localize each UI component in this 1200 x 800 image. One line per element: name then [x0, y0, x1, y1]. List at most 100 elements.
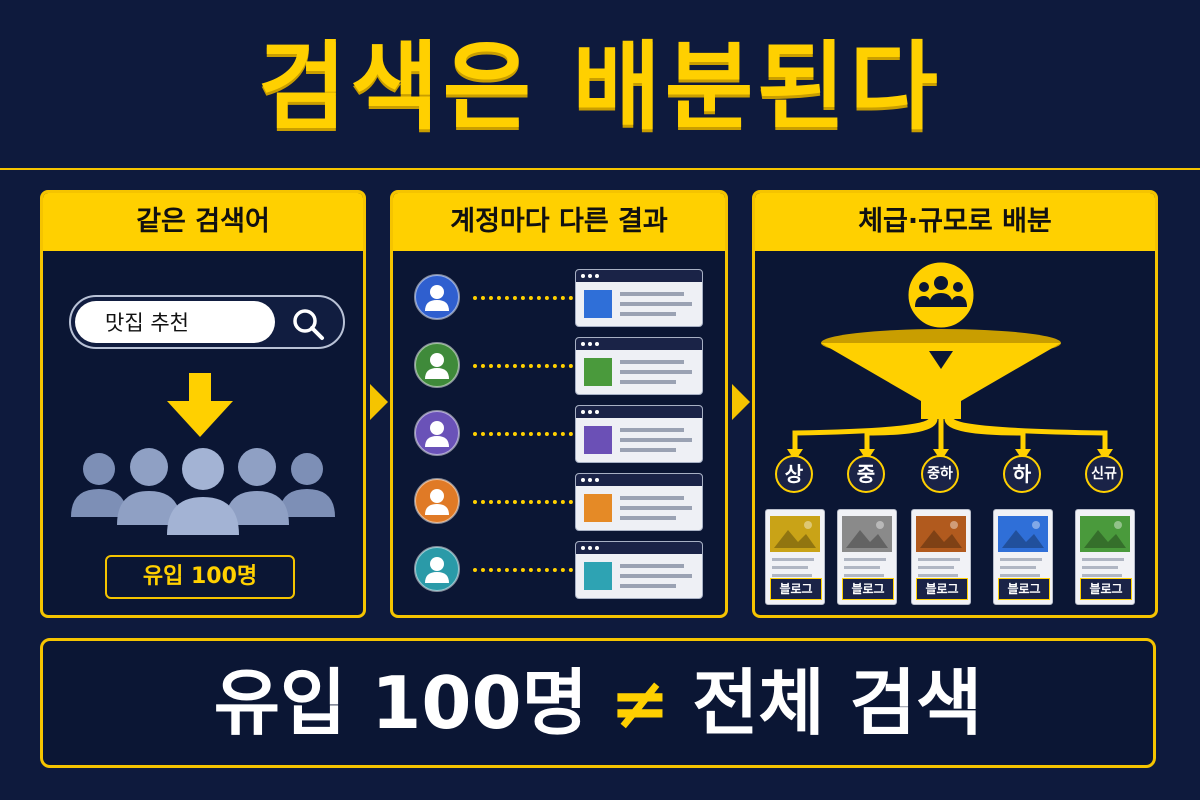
user-avatar-icon	[414, 478, 460, 524]
search-result-card	[575, 473, 703, 531]
text-line	[620, 438, 692, 442]
window-bar	[576, 406, 702, 418]
image-thumbnail-icon	[842, 516, 892, 552]
page-title: 검색은 배분된다	[258, 31, 942, 143]
search-input[interactable]	[75, 301, 275, 343]
text-line	[1000, 574, 1040, 577]
tier-badge: 하	[1003, 455, 1041, 493]
account-row	[413, 337, 713, 397]
account-row	[413, 405, 713, 465]
crowd-icon	[71, 448, 335, 535]
blog-card: 블로그	[837, 509, 897, 605]
blog-label: 블로그	[770, 578, 822, 600]
text-line	[620, 506, 692, 510]
text-line	[620, 302, 692, 306]
search-bar	[69, 295, 345, 349]
text-line	[620, 564, 684, 568]
panel-header-per-account: 계정마다 다른 결과	[393, 193, 725, 251]
image-thumbnail-icon	[770, 516, 820, 552]
text-line	[620, 496, 684, 500]
text-line	[620, 312, 676, 316]
connector-dots	[473, 432, 573, 436]
bottom-left-text: 유입 100명	[213, 661, 588, 745]
image-thumbnail-icon	[916, 516, 966, 552]
window-bar	[576, 474, 702, 486]
blog-card: 블로그	[765, 509, 825, 605]
text-line	[772, 566, 808, 569]
text-line	[620, 380, 676, 384]
result-thumbnail	[584, 494, 612, 522]
blog-card: 블로그	[911, 509, 971, 605]
text-line	[844, 566, 880, 569]
connector-dots	[473, 296, 573, 300]
text-line	[1000, 558, 1042, 561]
blog-card: 블로그	[1075, 509, 1135, 605]
blog-label: 블로그	[916, 578, 968, 600]
image-thumbnail-icon	[998, 516, 1048, 552]
text-line	[620, 516, 676, 520]
not-equal-icon: ≠	[609, 661, 671, 745]
text-line	[1000, 566, 1036, 569]
connector-dots	[473, 364, 573, 368]
text-line	[844, 558, 886, 561]
flow-arrow-icon	[370, 384, 388, 420]
panel-per-account: 계정마다 다른 결과	[390, 190, 728, 618]
text-line	[620, 360, 684, 364]
search-result-card	[575, 405, 703, 463]
text-line	[1082, 558, 1124, 561]
tier-badge: 상	[775, 455, 813, 493]
inflow-badge: 유입 100명	[105, 555, 295, 599]
text-line	[772, 574, 812, 577]
text-line	[620, 584, 676, 588]
text-line	[1082, 566, 1118, 569]
panel-header-same-query: 같은 검색어	[43, 193, 363, 251]
search-result-card	[575, 269, 703, 327]
panel-header-distribution: 체급·규모로 배분	[755, 193, 1155, 251]
text-line	[918, 574, 958, 577]
text-line	[918, 558, 960, 561]
search-result-card	[575, 337, 703, 395]
flow-arrow-icon	[732, 384, 750, 420]
down-arrow-icon	[167, 373, 233, 437]
image-thumbnail-icon	[1080, 516, 1130, 552]
text-line	[620, 292, 684, 296]
connector-dots	[473, 500, 573, 504]
account-row	[413, 269, 713, 329]
text-line	[844, 574, 884, 577]
text-line	[918, 566, 954, 569]
panel-same-query: 같은 검색어 유입 100명	[40, 190, 366, 618]
result-thumbnail	[584, 562, 612, 590]
tier-badge: 중	[847, 455, 885, 493]
text-line	[620, 448, 676, 452]
account-row	[413, 541, 713, 601]
user-avatar-icon	[414, 546, 460, 592]
window-bar	[576, 542, 702, 554]
funnel-arrow-icon	[929, 351, 953, 369]
blog-label: 블로그	[1080, 578, 1132, 600]
blog-card: 블로그	[993, 509, 1053, 605]
user-avatar-icon	[414, 410, 460, 456]
blog-label: 블로그	[842, 578, 894, 600]
window-bar	[576, 338, 702, 350]
account-row	[413, 473, 713, 533]
bottom-banner: 유입 100명≠전체 검색	[40, 638, 1156, 768]
text-line	[620, 428, 684, 432]
window-bar	[576, 270, 702, 282]
text-line	[620, 574, 692, 578]
funnel-diagram	[787, 259, 1113, 461]
connector-dots	[473, 568, 573, 572]
result-thumbnail	[584, 358, 612, 386]
search-icon[interactable]	[289, 305, 327, 343]
user-avatar-icon	[414, 342, 460, 388]
tier-badge: 중하	[921, 455, 959, 493]
text-line	[772, 558, 814, 561]
blog-label: 블로그	[998, 578, 1050, 600]
bottom-right-text: 전체 검색	[692, 661, 983, 745]
text-line	[620, 370, 692, 374]
